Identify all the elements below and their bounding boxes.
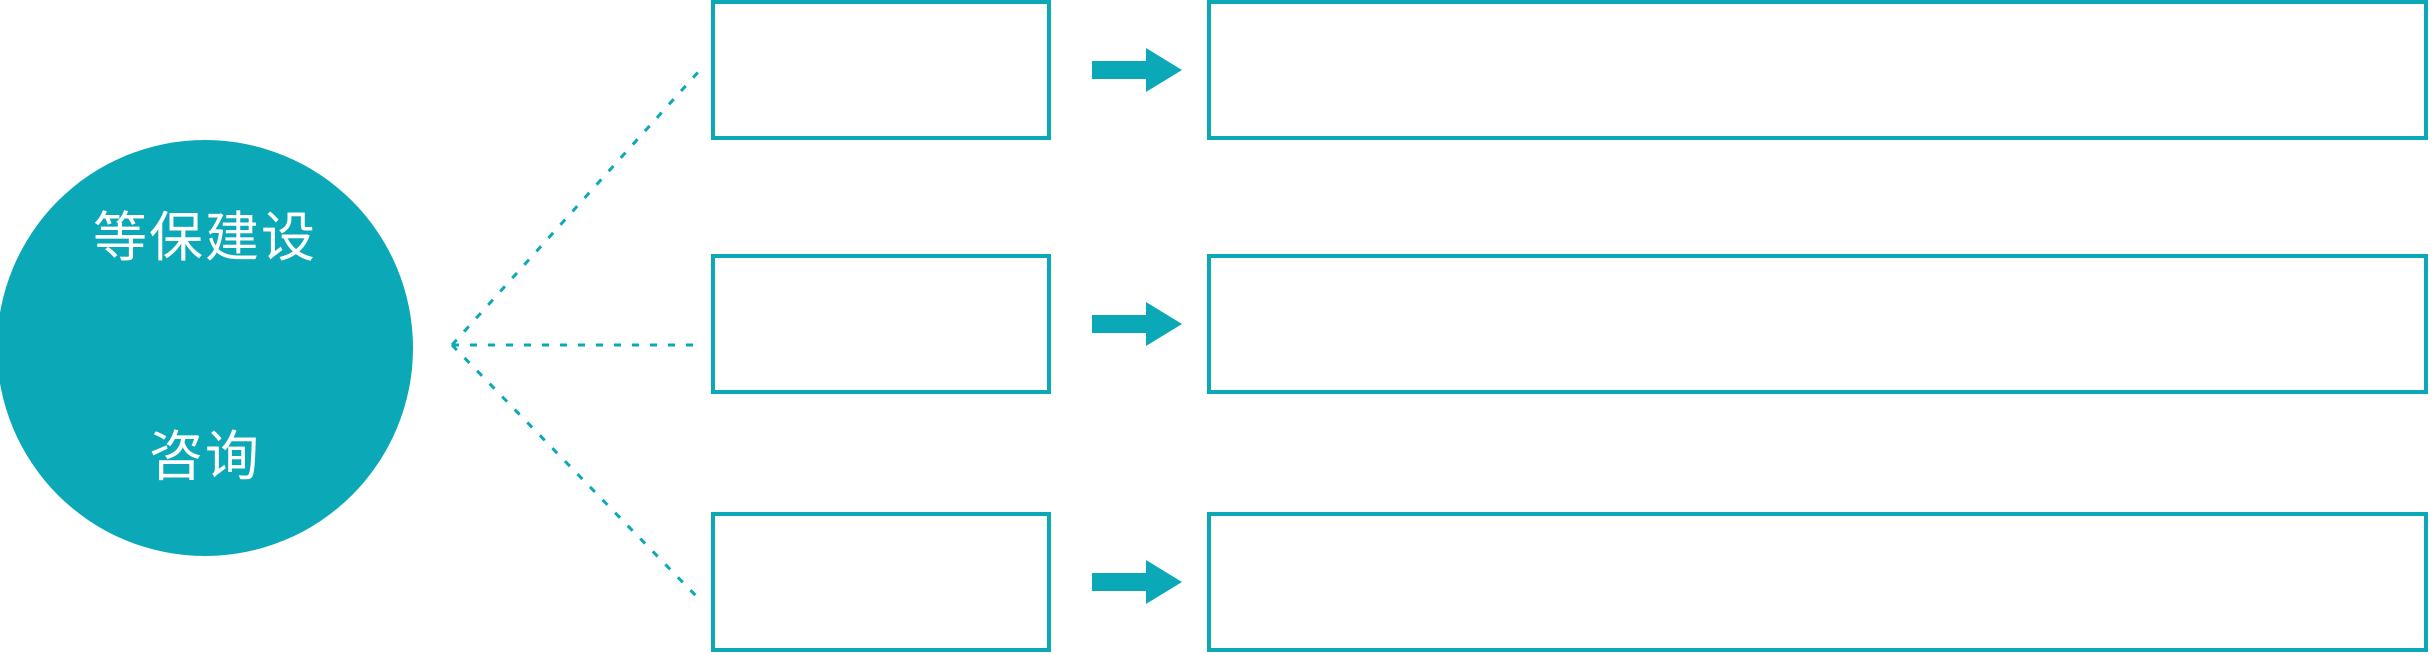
hub-label: 等保建设 咨询: [93, 56, 317, 639]
row-3-right-arrow-icon: [1092, 560, 1182, 604]
row-1-right-arrow-icon: [1092, 48, 1182, 92]
row-2-right-arrow-icon: [1092, 302, 1182, 346]
diagram-row: [0, 512, 2434, 652]
hub-circle[interactable]: 等保建设 咨询: [0, 140, 413, 556]
diagram-row: [0, 0, 2434, 140]
row-3-large-box[interactable]: [1207, 512, 2428, 652]
row-3-small-box[interactable]: [711, 512, 1051, 652]
hub-label-line-1: 等保建设: [93, 208, 317, 269]
row-2-large-box[interactable]: [1207, 254, 2428, 394]
hub-label-line-2: 咨询: [149, 426, 261, 487]
diagram-row: [0, 254, 2434, 394]
row-2-small-box[interactable]: [711, 254, 1051, 394]
row-1-small-box[interactable]: [711, 0, 1051, 140]
row-1-large-box[interactable]: [1207, 0, 2428, 140]
